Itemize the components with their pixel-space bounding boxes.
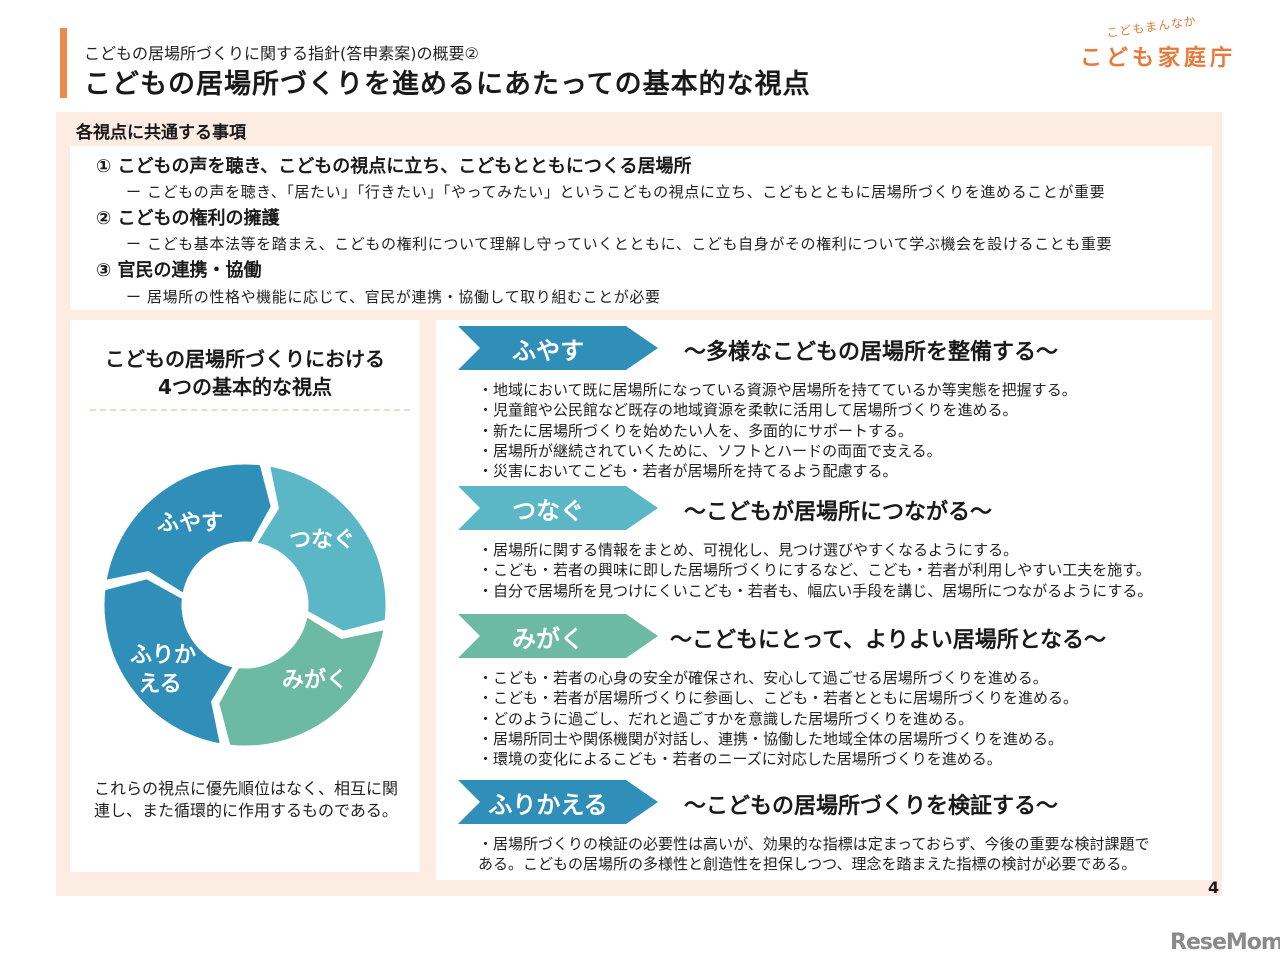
watermark-logo: ReseMom — [1170, 930, 1280, 955]
section-bullets: ・居場所に関する情報をまとめ、可視化し、見つけ選びやすくなるようにする。 ・こど… — [478, 540, 1152, 601]
bullet-item: ・居場所づくりの検証の必要性は高いが、効果的な指標は定まっておらず、今後の重要な… — [478, 835, 1150, 853]
section-bullets: ・地域において既に居場所になっている資源や居場所を持てているか等実態を把握する。… — [478, 380, 1077, 481]
bullet-item: ・こども・若者の興味に即した居場所づくりにするなど、こども・若者が利用しやすい工… — [478, 561, 1151, 580]
common-item-desc: ー こども基本法等を踏まえ、こどもの権利について理解し守っていくとともに、こども… — [126, 235, 1113, 253]
section-bullets: ・こども・若者の心身の安全が確保され、安心して過ごせる居場所づくりを進める。 ・… — [478, 668, 1078, 769]
common-item-desc: ー 居場所の性格や機能に応じて、官民が連携・協働して取り組むことが必要 — [126, 288, 661, 306]
bullet-item: ・こども・若者が居場所づくりに参画し、こども・若者とともに居場所づくりを進める。 — [478, 689, 1079, 708]
common-items-box — [70, 146, 1212, 310]
viewpoints-note: これらの視点に優先順位はなく、相互に関連し、また循環的に作用するものである。 — [94, 779, 399, 820]
bullet-item: ・新たに居場所づくりを始めたい人を、多面的にサポートする。 — [478, 421, 914, 440]
bullet-item: ・どのように過ごし、だれと過ごすかを意識した居場所づくりを進める。 — [478, 709, 974, 728]
page-number: 4 — [1208, 878, 1220, 897]
bullet-item: ・居場所が継続されていくために、ソフトとハードの両面で支える。 — [478, 441, 942, 460]
wheel-segment-furikaeru — [101, 576, 238, 747]
common-heading: 各視点に共通する事項 — [76, 123, 246, 143]
logo-tagline: こどもまんなか — [1105, 13, 1198, 41]
wheel-segment-tsunagu — [252, 463, 389, 634]
bullet-item: ・自分で居場所を見つけにくいこども・若者も、幅広い手段を講じ、居場所につながるよ… — [478, 581, 1153, 600]
wheel-label-furikaeru-2: える — [138, 672, 181, 697]
bullet-item: ・児童館や公民館など既存の地域資源を柔軟に活用して居場所づくりを進める。 — [478, 401, 1018, 420]
wheel-segment-fuyasu — [103, 461, 274, 598]
section-tag-furikaeru: ふりかえる — [458, 780, 658, 824]
wheel-label-migaku: みがく — [282, 667, 348, 693]
cycle-wheel: ふやす つなぐ みがく ふりか える — [101, 461, 389, 749]
wheel-segment-migaku — [216, 612, 387, 749]
bullet-item: ・地域において既に居場所になっている資源や居場所を持てているか等実態を把握する。 — [478, 381, 1077, 399]
section-title: ～こどもが居場所につながる～ — [684, 500, 993, 525]
agency-logo: こどもまんなか こども家庭庁 — [1080, 14, 1240, 74]
common-item-title: ② こどもの権利の擁護 — [96, 208, 280, 229]
page-subtitle: こどもの居場所づくりに関する指針(答申素案)の概要② — [84, 44, 479, 63]
bullet-item: ・居場所に関する情報をまとめ、可視化し、見つけ選びやすくなるようにする。 — [478, 541, 1019, 559]
wheel-label-tsunagu: つなぐ — [289, 528, 355, 553]
bullet-item: ・環境の変化によるこども・若者のニーズに対応した居場所づくりを進める。 — [478, 750, 1002, 769]
common-item-title: ③ 官民の連携・協働 — [96, 260, 262, 281]
section-tag-tsunagu: つなぐ — [458, 486, 658, 530]
section-tag-migaku: みがく — [458, 614, 658, 658]
title-accent-bar — [60, 28, 67, 98]
section-title: ～こどもの居場所づくりを検証する～ — [684, 794, 1059, 819]
wheel-label-fuyasu: ふやす — [157, 511, 223, 536]
section-title: ～こどもにとって、よりよい居場所となる～ — [670, 628, 1107, 653]
bullet-item: ある。こどもの居場所の多様性と創造性を担保しつつ、理念を踏まえた指標の検討が必要… — [478, 855, 1137, 874]
logo-name: こども家庭庁 — [1080, 46, 1237, 71]
page-title: こどもの居場所づくりを進めるにあたっての基本的な視点 — [84, 69, 811, 100]
bullet-item: ・災害においてこども・若者が居場所を持てるよう配慮する。 — [478, 462, 898, 481]
common-item-title: ① こどもの声を聴き、こどもの視点に立ち、こどもとともにつくる居場所 — [96, 156, 692, 177]
dashed-divider — [90, 409, 410, 411]
viewpoints-title-line2: 4つの基本的な視点 — [158, 375, 332, 399]
section-bullets: ・居場所づくりの検証の必要性は高いが、効果的な指標は定まっておらず、今後の重要な… — [478, 834, 1150, 875]
section-title: ～多様なこどもの居場所を整備する～ — [684, 340, 1059, 365]
section-tag-fuyasu: ふやす — [458, 326, 658, 370]
bullet-item: ・居場所同士や関係機関が対話し、連携・協働した地域全体の居場所づくりを進める。 — [478, 729, 1064, 748]
viewpoints-title-line1: こどもの居場所づくりにおける — [105, 347, 385, 371]
bullet-item: ・こども・若者の心身の安全が確保され、安心して過ごせる居場所づくりを進める。 — [478, 669, 1048, 687]
common-item-desc: ー こどもの声を聴き、「居たい」「行きたい」「やってみたい」というこどもの視点に… — [126, 183, 1106, 201]
viewpoints-title: こどもの居場所づくりにおける 4つの基本的な視点 — [70, 345, 420, 401]
wheel-label-furikaeru-1: ふりか — [130, 643, 196, 668]
